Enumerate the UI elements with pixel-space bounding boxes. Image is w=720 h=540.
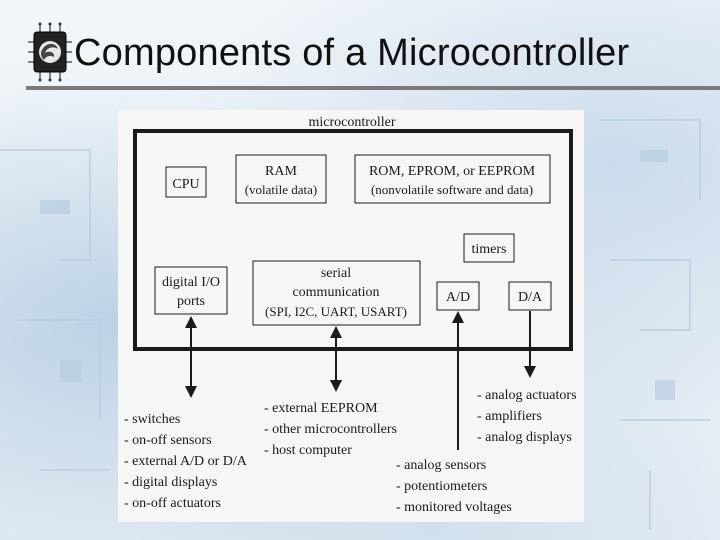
da-list-item: - amplifiers — [477, 409, 542, 424]
da-box — [508, 281, 552, 311]
diagram-panel — [118, 110, 584, 522]
ram-label-1: RAM — [265, 164, 297, 179]
timers-box — [463, 233, 515, 263]
ad-box — [436, 281, 480, 311]
rom-label-2: (nonvolatile software and data) — [371, 182, 533, 197]
ram-label-2: (volatile data) — [245, 182, 318, 197]
digital-io-label-2: ports — [177, 294, 205, 309]
serial-list-item: - other microcontrollers — [264, 422, 397, 437]
digital-list-item: - on-off actuators — [124, 496, 221, 511]
da-list-item: - analog displays — [477, 430, 572, 445]
cpu-label: CPU — [172, 177, 199, 192]
serial-arrow — [330, 326, 342, 392]
digital-list-item: - on-off sensors — [124, 433, 212, 448]
da-output-arrow — [524, 311, 536, 378]
ad-list-item: - potentiometers — [396, 479, 487, 494]
ad-list-item: - analog sensors — [396, 458, 486, 473]
digital-list-item: - digital displays — [124, 475, 217, 490]
rom-box — [354, 154, 551, 204]
ad-input-arrow — [452, 311, 464, 450]
serial-label-1: serial — [321, 266, 351, 281]
serial-box — [252, 260, 421, 326]
microcontroller-box — [133, 129, 573, 351]
ad-list-item: - monitored voltages — [396, 500, 512, 515]
chip-logo-icon — [28, 22, 72, 91]
slide-title: Components of a Microcontroller — [74, 32, 630, 74]
da-label: D/A — [518, 290, 543, 305]
timers-label: timers — [472, 242, 507, 257]
digital-list-item: - external A/D or D/A — [124, 454, 248, 469]
digital-io-box — [154, 266, 228, 315]
digital-io-arrow — [185, 316, 197, 398]
ad-label: A/D — [446, 290, 470, 305]
serial-label-3: (SPI, I2C, UART, USART) — [265, 304, 407, 319]
title-underline — [26, 86, 720, 90]
cpu-box — [165, 166, 207, 198]
serial-label-2: communication — [292, 285, 379, 300]
ram-box — [235, 154, 327, 204]
digital-io-label-1: digital I/O — [162, 275, 220, 290]
da-list-item: - analog actuators — [477, 388, 577, 403]
serial-list-item: - host computer — [264, 443, 352, 458]
rom-label-1: ROM, EPROM, or EEPROM — [369, 164, 536, 179]
serial-list-item: - external EEPROM — [264, 401, 378, 416]
microcontroller-label: microcontroller — [308, 115, 395, 130]
digital-list-item: - switches — [124, 412, 180, 427]
